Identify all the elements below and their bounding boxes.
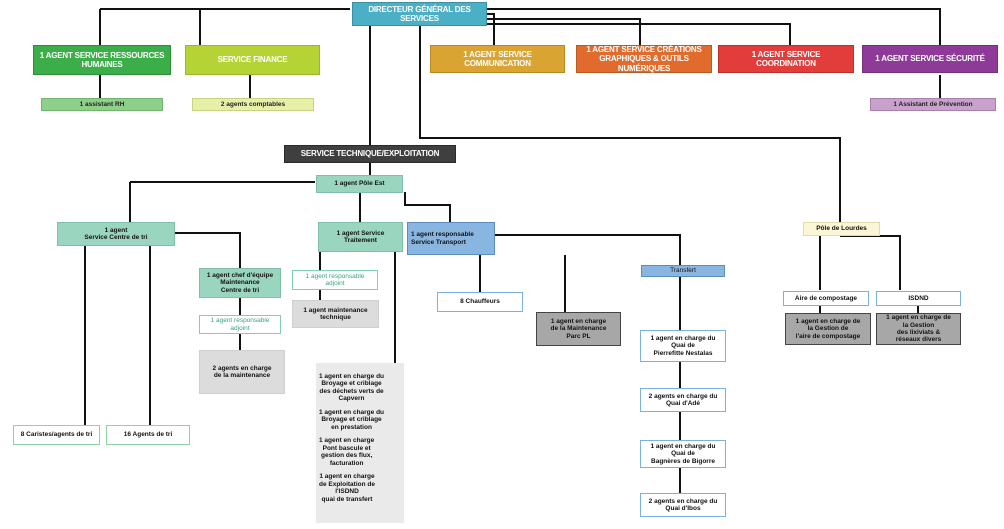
- quai-ibos-box: 2 agents en charge du Quai d'Ibos: [640, 493, 726, 517]
- traitement-agent-3: 1 agent en charge Pont bascule et gestio…: [319, 437, 375, 467]
- service-communication-box: 1 AGENT SERVICE COMMUNICATION: [430, 45, 565, 73]
- transfert-box: Transfert: [641, 265, 725, 277]
- traitement-agent-4: 1 agent en charge de Exploitation de l'I…: [319, 473, 375, 503]
- gestion-compostage-box: 1 agent en charge de la Gestion de l'air…: [785, 313, 871, 345]
- service-creations-box: 1 AGENT SERVICE CRÉATIONS GRAPHIQUES & O…: [576, 45, 712, 73]
- service-technique-box: SERVICE TECHNIQUE/EXPLOITATION: [284, 145, 456, 163]
- quai-pierrefitte-box: 1 agent en charge du Quai de Pierrefitte…: [640, 330, 726, 362]
- traitement-agent-1: 1 agent en charge du Broyage et criblage…: [319, 373, 385, 403]
- pole-lourdes-box: Pôle de Lourdes: [803, 222, 880, 236]
- adjoint-traitement-box: 1 agent responsable adjoint: [292, 270, 378, 290]
- isdnd-box: ISDND: [876, 291, 961, 306]
- traitement-box: 1 agent Service Traitement: [318, 222, 403, 252]
- assistant-rh-box: 1 assistant RH: [41, 98, 163, 111]
- maintenance-technique-box: 1 agent maintenance technique: [292, 300, 379, 328]
- traitement-agents-list: 1 agent en charge du Broyage et criblage…: [316, 363, 404, 523]
- traitement-agent-2: 1 agent en charge du Broyage et criblage…: [319, 408, 385, 431]
- agents-maintenance-box: 2 agents en charge de la maintenance: [199, 350, 285, 394]
- chauffeurs-box: 8 Chauffeurs: [437, 292, 523, 312]
- adjoint-maintenance-box: 1 agent responsable adjoint: [199, 315, 281, 334]
- service-rh-box: 1 AGENT SERVICE RESSOURCES HUMAINES: [33, 45, 171, 75]
- agents-comptables-box: 2 agents comptables: [192, 98, 314, 111]
- maintenance-parc-pl-box: 1 agent en charge de la Maintenance Parc…: [536, 312, 621, 346]
- agents-tri-box: 16 Agents de tri: [106, 425, 190, 445]
- assistant-prevention-box: 1 Assistant de Prévention: [870, 98, 996, 111]
- quai-bagneres-box: 1 agent en charge du Quai de Bagnères de…: [640, 440, 726, 468]
- caristes-box: 8 Caristes/agents de tri: [13, 425, 100, 445]
- transport-box: 1 agent responsable Service Transport: [407, 222, 495, 255]
- pole-est-box: 1 agent Pôle Est: [316, 175, 403, 193]
- aire-compostage-box: Aire de compostage: [783, 291, 869, 306]
- quai-ade-box: 2 agents en charge du Quai d'Adé: [640, 388, 726, 412]
- gestion-lixiviats-box: 1 agent en charge de la Gestion des lixi…: [876, 313, 961, 345]
- service-securite-box: 1 AGENT SERVICE SÉCURITÉ: [862, 45, 998, 73]
- chef-maintenance-box: 1 agent chef d'équipe Maintenance Centre…: [199, 268, 281, 298]
- service-finance-box: SERVICE FINANCE: [185, 45, 320, 75]
- centre-tri-box: 1 agent Service Centre de tri: [57, 222, 175, 246]
- director-box: DIRECTEUR GÉNÉRAL DES SERVICES: [352, 2, 487, 26]
- service-coordination-box: 1 AGENT SERVICE COORDINATION: [718, 45, 854, 73]
